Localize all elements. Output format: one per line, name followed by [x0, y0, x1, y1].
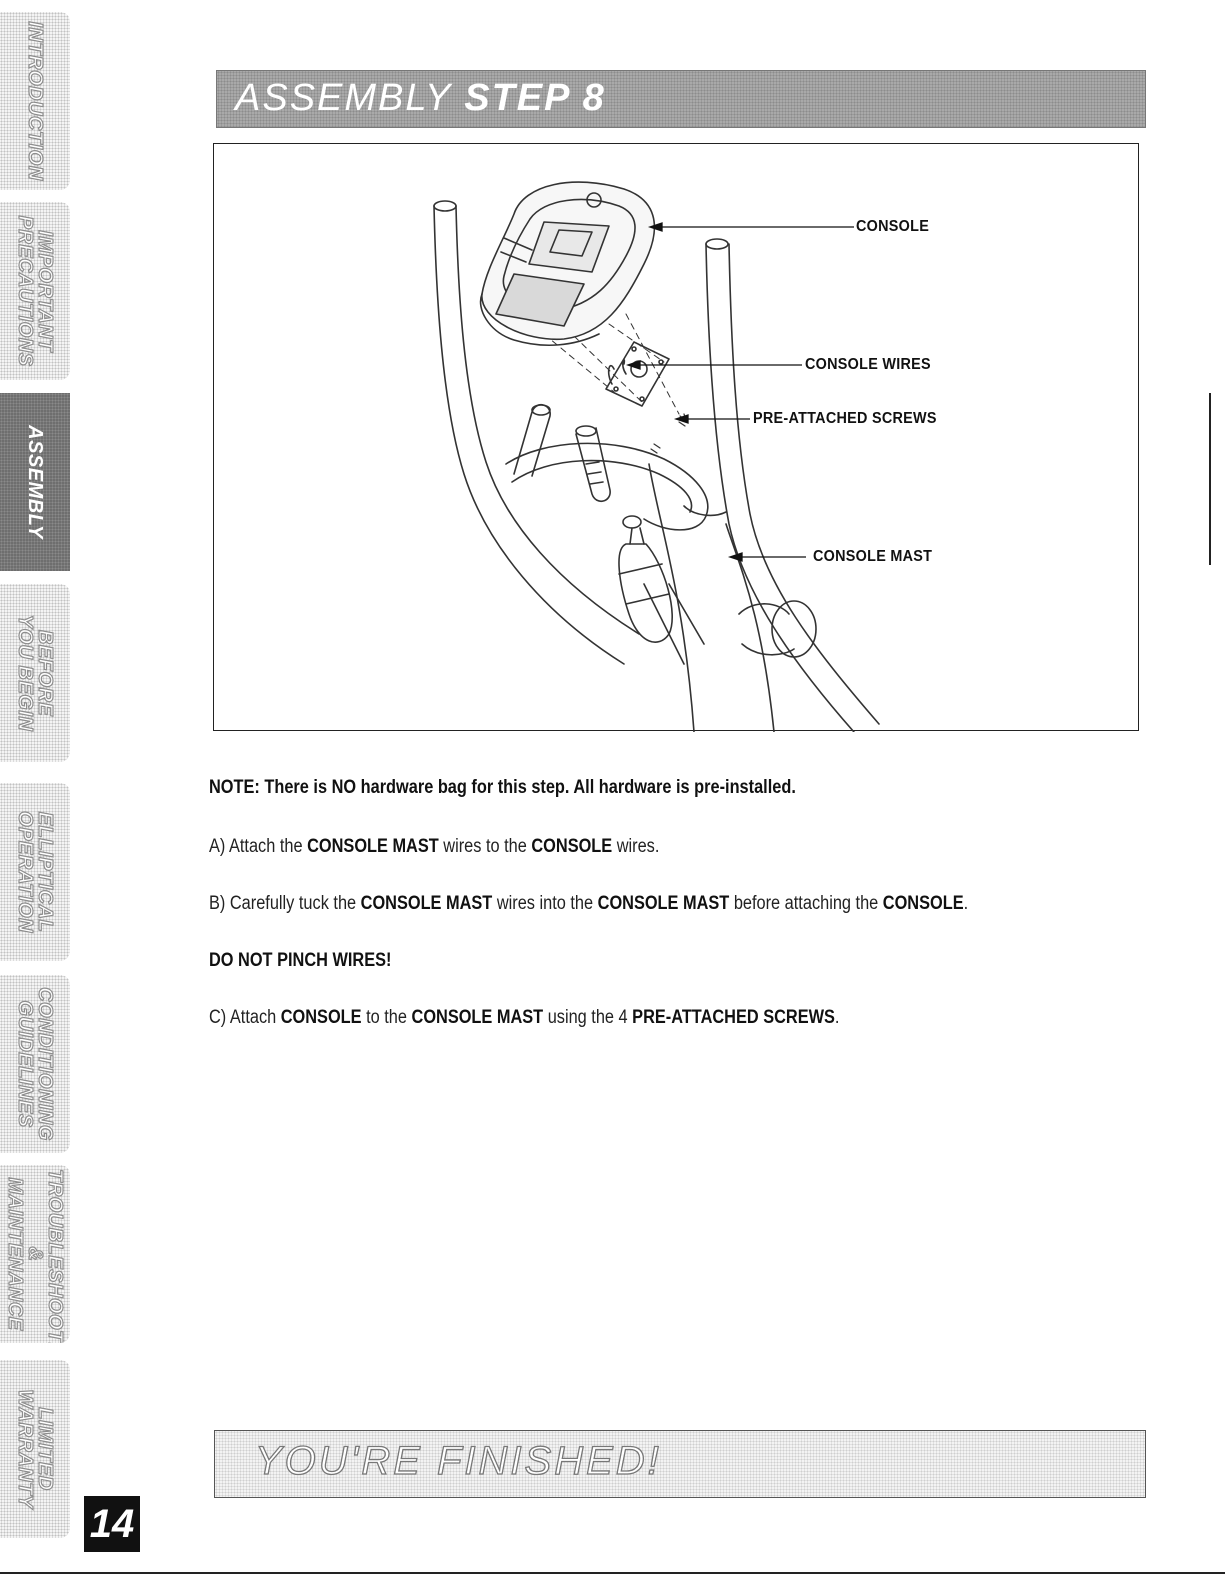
- elliptical-console-illustration: [433, 181, 880, 732]
- tab-label: LIMITED WARRANTY: [13, 1389, 56, 1510]
- step-c-text: C) Attach CONSOLE to the CONSOLE MAST us…: [209, 1007, 840, 1028]
- section-tabs: INTRODUCTION IMPORTANT PRECAUTIONS ASSEM…: [0, 0, 70, 1538]
- tab-before-you-begin[interactable]: BEFORE YOU BEGIN: [0, 584, 70, 762]
- tab-label: ELLIPTICAL OPERATION: [13, 810, 56, 933]
- step-b-text: B) Carefully tuck the CONSOLE MAST wires…: [209, 893, 969, 914]
- tab-label: CONDITIONING GUIDELINES: [13, 987, 56, 1142]
- tab-label: INTRODUCTION: [23, 21, 46, 182]
- step-banner: ASSEMBLY STEP 8: [216, 70, 1146, 128]
- assembly-diagram: CONSOLE CONSOLE WIRES PRE-ATTACHED SCREW…: [213, 143, 1139, 732]
- tab-introduction[interactable]: INTRODUCTION: [0, 12, 70, 190]
- tab-important-precautions[interactable]: IMPORTANT PRECAUTIONS: [0, 202, 70, 380]
- page-number: 14: [84, 1496, 140, 1552]
- margin-mark: [1209, 393, 1211, 565]
- tab-troubleshooting-maintenance[interactable]: TROUBLESHOOTING & MAINTENANCE: [0, 1165, 70, 1343]
- tab-label: TROUBLESHOOTING & MAINTENANCE: [3, 1168, 66, 1343]
- step-title: ASSEMBLY STEP 8: [235, 77, 606, 119]
- callout-console-mast: CONSOLE MAST: [813, 548, 933, 565]
- tab-conditioning-guidelines[interactable]: CONDITIONING GUIDELINES: [0, 975, 70, 1153]
- tab-label: BEFORE YOU BEGIN: [13, 614, 56, 732]
- warning-text: DO NOT PINCH WIRES!: [209, 950, 392, 971]
- callout-console-wires: CONSOLE WIRES: [805, 356, 931, 373]
- note-text: NOTE: There is NO hardware bag for this …: [209, 777, 796, 798]
- tab-label: ASSEMBLY: [24, 425, 46, 539]
- tab-label: IMPORTANT PRECAUTIONS: [13, 215, 56, 367]
- finished-banner: YOU'RE FINISHED!: [214, 1430, 1146, 1498]
- step-a-text: A) Attach the CONSOLE MAST wires to the …: [209, 836, 660, 857]
- bottom-rule: [0, 1572, 1225, 1574]
- tab-assembly[interactable]: ASSEMBLY: [0, 393, 70, 571]
- callout-console: CONSOLE: [856, 218, 930, 235]
- tab-elliptical-operation[interactable]: ELLIPTICAL OPERATION: [0, 783, 70, 961]
- callout-pre-attached-screws: PRE-ATTACHED SCREWS: [753, 410, 937, 427]
- tab-limited-warranty[interactable]: LIMITED WARRANTY: [0, 1360, 70, 1538]
- finished-title: YOU'RE FINISHED!: [254, 1438, 662, 1483]
